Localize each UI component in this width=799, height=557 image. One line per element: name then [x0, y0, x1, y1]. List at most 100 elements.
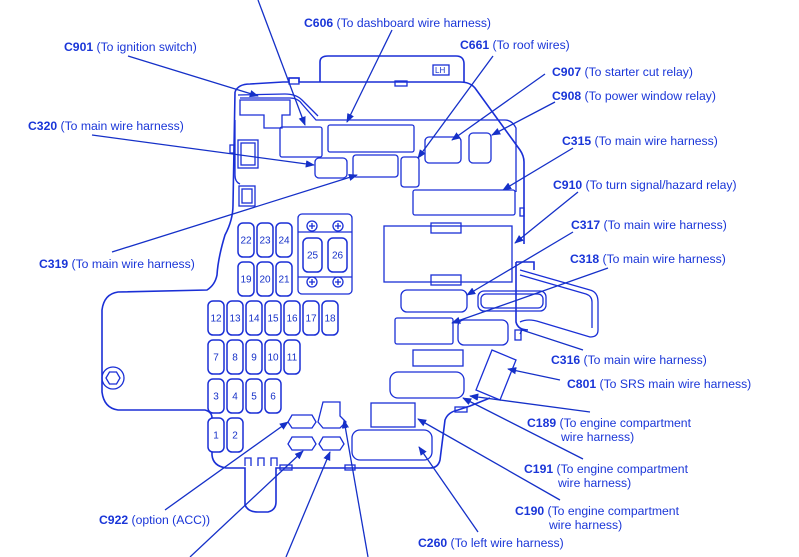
fuse-26: 26: [327, 237, 348, 273]
fuse-number: 8: [232, 353, 238, 364]
label-c922: C922 (option (ACC)): [99, 513, 210, 527]
fuse-number: 20: [259, 275, 271, 286]
connector-c316: [457, 319, 509, 346]
fuse-9: 9: [245, 339, 263, 375]
leader-c606: [346, 29, 393, 123]
label-c910: C910 (To turn signal/hazard relay): [553, 178, 737, 192]
leader-lines: [91, 0, 609, 557]
leader-c901: [127, 55, 259, 98]
fuse-15: 15: [264, 300, 282, 336]
fuse-4: 4: [226, 378, 244, 414]
fuse-18: 18: [321, 300, 339, 336]
fuse-number: 1: [213, 431, 219, 442]
connector-c189: [412, 349, 464, 367]
connector-c260: [351, 429, 433, 461]
fuse-11: 11: [283, 339, 301, 375]
fuse-number: 13: [229, 314, 241, 325]
fuse-body: [245, 300, 263, 336]
leader-c189: [469, 393, 591, 413]
connector-small-c: [318, 436, 345, 451]
fuse-number: 6: [270, 392, 276, 403]
label-c907: C907 (To starter cut relay): [552, 65, 693, 79]
fuse-23: 23: [256, 222, 274, 258]
fuse-body: [264, 339, 282, 375]
fuse-13: 13: [226, 300, 244, 336]
fuse-number: 15: [267, 314, 279, 325]
fuse-number: 19: [240, 275, 252, 286]
fuse-22: 22: [237, 222, 255, 258]
leader-c260: [418, 446, 479, 533]
fuse-body: [275, 222, 293, 258]
fuse-12: 12: [207, 300, 225, 336]
fuse-body: [237, 261, 255, 297]
relay-slot-a: [237, 139, 259, 169]
fuse-body: [275, 261, 293, 297]
connector-c315: [412, 189, 516, 216]
fuse-number: 11: [287, 353, 298, 364]
fuse-body: [321, 300, 339, 336]
fuse-number: 21: [278, 275, 290, 286]
fuse-7: 7: [207, 339, 225, 375]
fuse-body: [245, 378, 263, 414]
connector-c908: [468, 132, 492, 164]
label-c191-line2: wire harness): [557, 476, 631, 490]
label-c260: C260 (To left wire harness): [418, 536, 564, 550]
label-c606: C606 (To dashboard wire harness): [304, 16, 491, 30]
fuse-number: 14: [248, 314, 260, 325]
fuse-number: 26: [332, 251, 344, 262]
connector-c317: [400, 289, 468, 313]
label-c901: C901 (To ignition switch): [64, 40, 197, 54]
fuse-number: 3: [213, 392, 219, 403]
leader-c191: [462, 397, 584, 460]
connector-c191: [389, 371, 465, 399]
fuse-5: 5: [245, 378, 263, 414]
screw-icon: [306, 276, 318, 288]
fuse-body: [226, 378, 244, 414]
label-c316: C316 (To main wire harness): [551, 353, 707, 367]
connector-c801: [475, 349, 517, 401]
connector-c320: [314, 157, 348, 179]
leader-c317: [466, 231, 574, 296]
leader-bottom-3: [341, 419, 369, 557]
lh-marker-box: [432, 64, 450, 76]
leader-c801: [507, 367, 561, 381]
relay-slot-b: [238, 185, 256, 207]
fuse-body: [283, 339, 301, 375]
fuse-body: [207, 300, 225, 336]
fuse-number: 2: [232, 431, 238, 442]
connector-c319: [352, 154, 399, 178]
fuse-number: 9: [251, 353, 257, 364]
fuse-16: 16: [283, 300, 301, 336]
label-c190-line2: wire harness): [548, 518, 622, 532]
fuse-20: 20: [256, 261, 274, 297]
fuse-body: [264, 378, 282, 414]
label-c191: C191 (To engine compartment: [524, 462, 689, 476]
leader-c661: [417, 55, 494, 159]
connector-c910: [383, 225, 513, 283]
fuse-10: 10: [264, 339, 282, 375]
label-c319: C319 (To main wire harness): [39, 257, 195, 271]
fuse-number: 10: [267, 353, 279, 364]
fuse-body: [207, 378, 225, 414]
fuse-25: 25: [302, 237, 323, 273]
leader-c316: [519, 329, 584, 351]
label-c189-line2: wire harness): [560, 430, 634, 444]
leader-c908: [491, 101, 556, 136]
leader-c318: [451, 267, 609, 324]
lh-marker: LH: [435, 66, 445, 75]
label-c661: C661 (To roof wires): [460, 38, 570, 52]
label-c315: C315 (To main wire harness): [562, 134, 718, 148]
fuse-body: [302, 237, 323, 273]
fuse-number: 5: [251, 392, 257, 403]
leader-c190: [417, 418, 561, 501]
fuse-14: 14: [245, 300, 263, 336]
connector-small-a: [317, 401, 347, 429]
label-c317: C317 (To main wire harness): [571, 218, 727, 232]
label-c318: C318 (To main wire harness): [570, 252, 726, 266]
label-c908: C908 (To power window relay): [552, 89, 716, 103]
connector-c901: [239, 99, 291, 129]
connector-small-b: [287, 436, 317, 451]
fuse-1: 1: [207, 417, 225, 453]
fuse-body: [302, 300, 320, 336]
fuse-8: 8: [226, 339, 244, 375]
